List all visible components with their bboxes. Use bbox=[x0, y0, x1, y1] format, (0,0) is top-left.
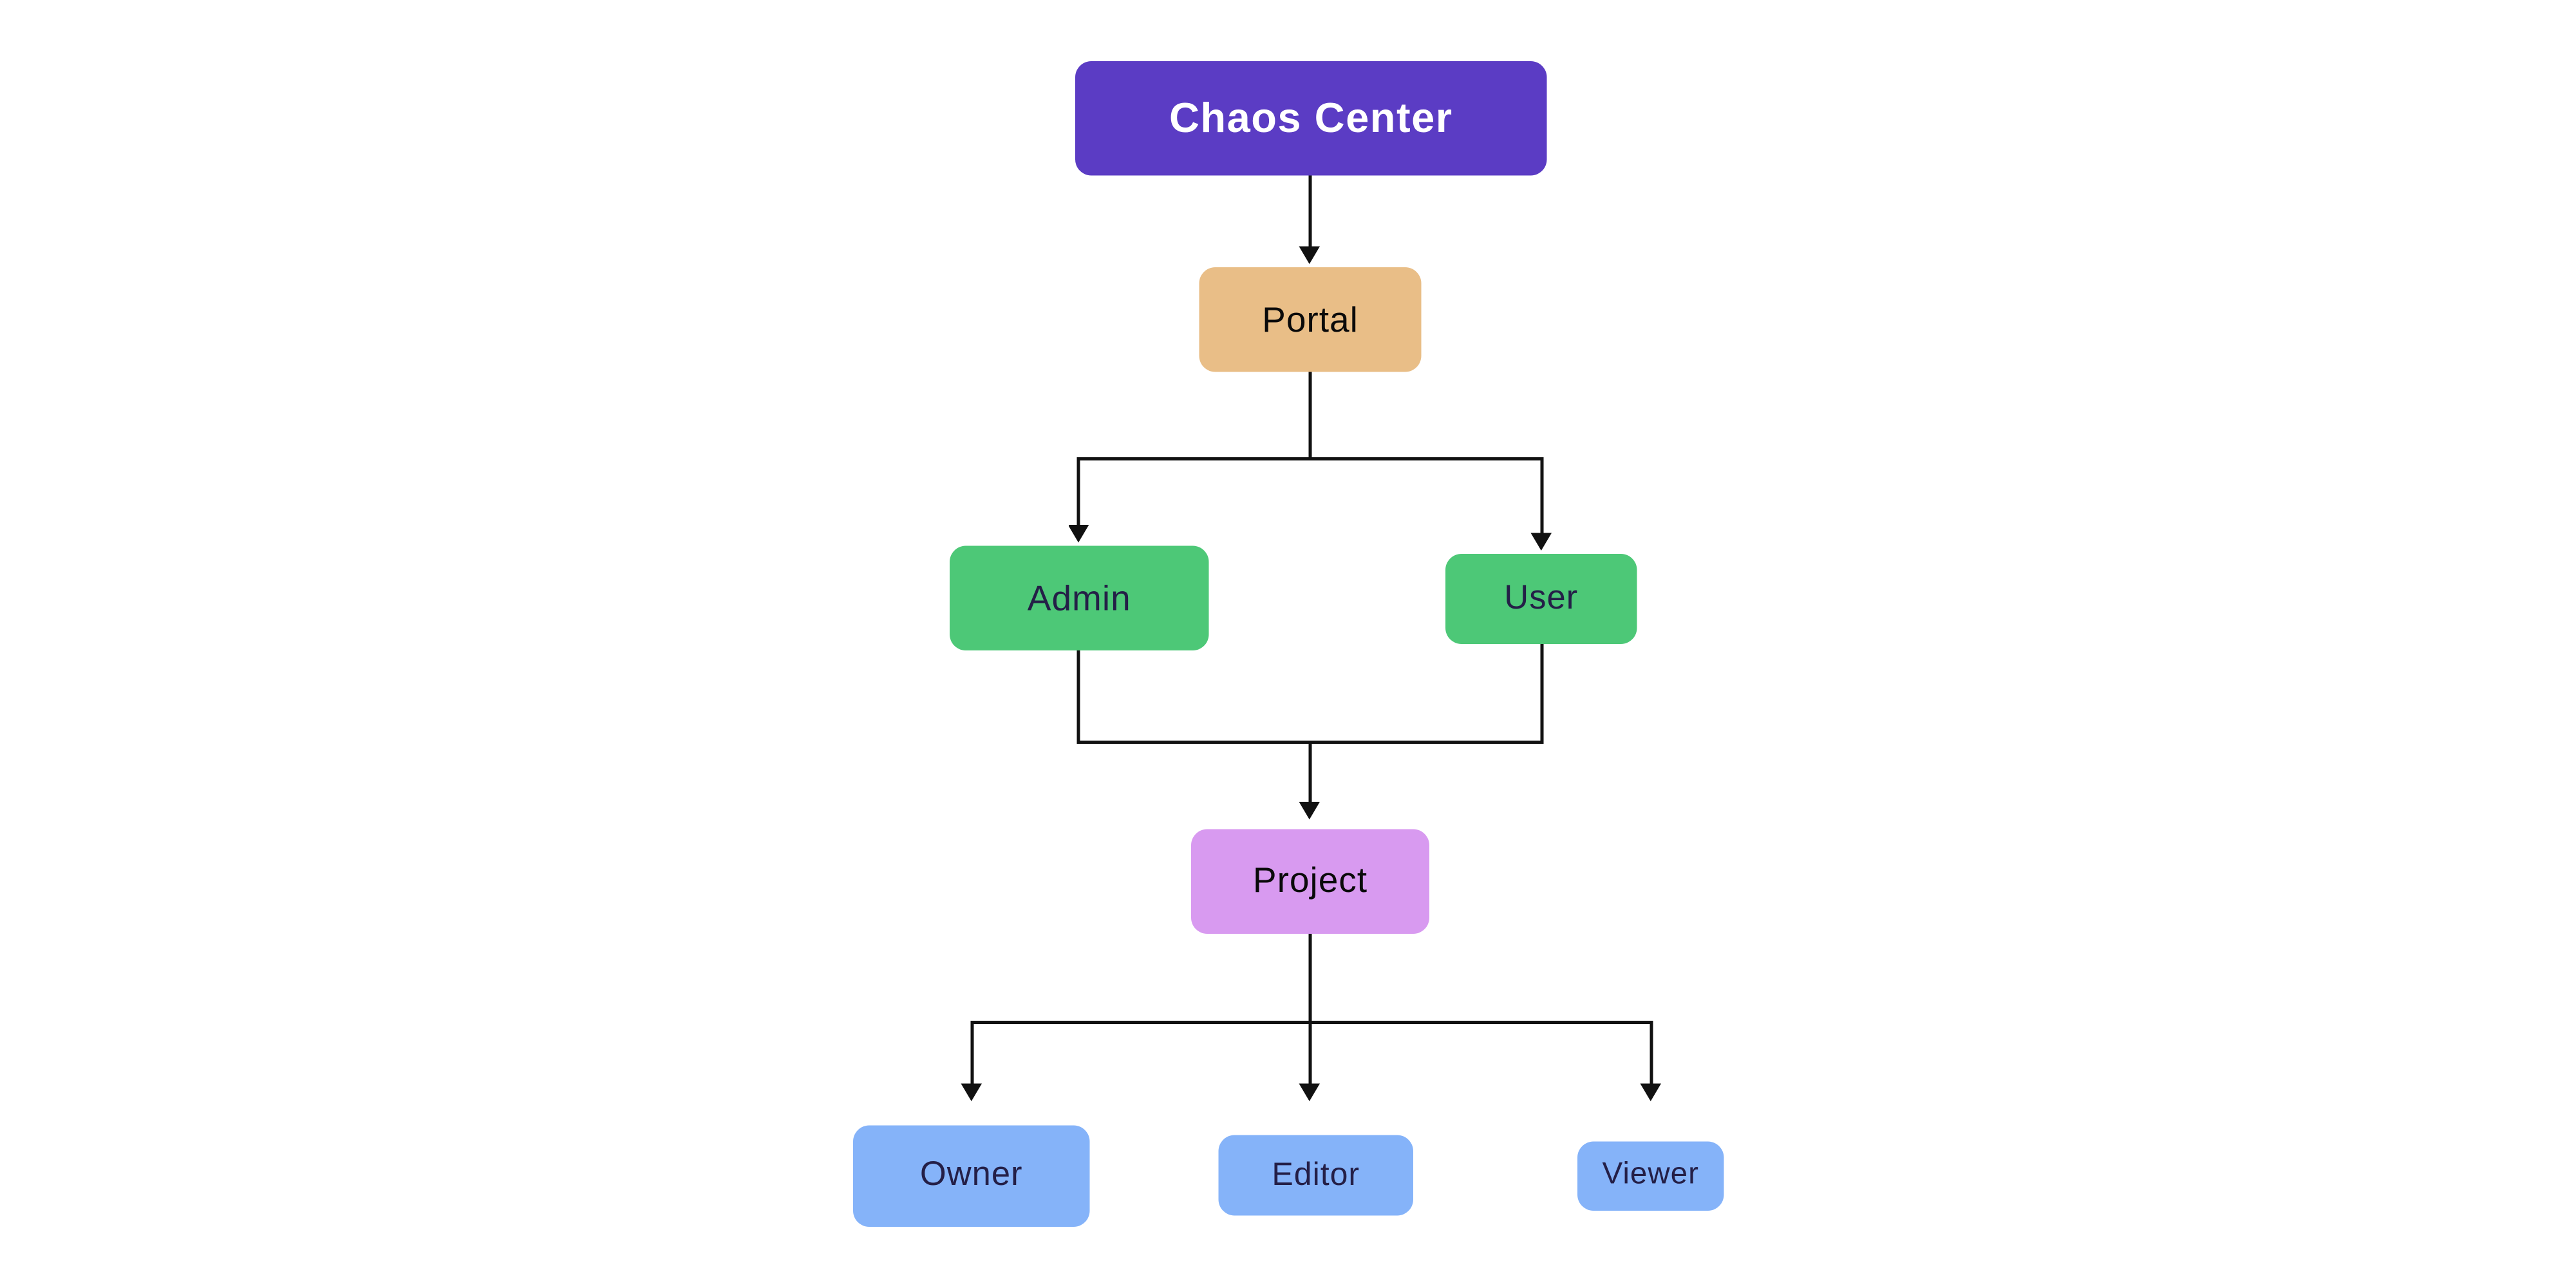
node-portal: Portal bbox=[1199, 267, 1422, 372]
project-arrowhead bbox=[1299, 802, 1320, 820]
editor-arrowhead bbox=[1299, 1083, 1320, 1101]
edge-project-split-branch bbox=[970, 1021, 1653, 1025]
node-editor: Editor bbox=[1218, 1135, 1413, 1216]
portal-arrowhead bbox=[1299, 246, 1320, 264]
node-chaos-center: Chaos Center bbox=[1075, 61, 1547, 175]
node-owner: Owner bbox=[853, 1125, 1090, 1226]
edge-merge-to-project bbox=[1308, 741, 1312, 811]
viewer-arrowhead bbox=[1640, 1083, 1661, 1101]
node-viewer: Viewer bbox=[1577, 1141, 1724, 1210]
user-arrowhead bbox=[1530, 533, 1552, 551]
node-user: User bbox=[1445, 554, 1637, 644]
admin-arrowhead bbox=[1067, 525, 1089, 543]
edge-admin-stem bbox=[1076, 649, 1080, 742]
edge-portal-stem bbox=[1308, 372, 1312, 460]
edge-split-to-admin bbox=[1076, 457, 1080, 528]
edge-project-stem bbox=[1308, 933, 1312, 1086]
edge-portal-split-branch bbox=[1076, 457, 1543, 461]
edge-chaos-to-portal bbox=[1308, 174, 1312, 248]
node-admin: Admin bbox=[950, 545, 1209, 650]
node-project: Project bbox=[1191, 829, 1429, 933]
edge-split-to-owner bbox=[970, 1021, 973, 1087]
owner-arrowhead bbox=[961, 1083, 982, 1101]
edge-split-to-viewer bbox=[1649, 1021, 1653, 1087]
edge-user-stem bbox=[1539, 643, 1543, 742]
edge-split-to-user bbox=[1539, 457, 1543, 536]
